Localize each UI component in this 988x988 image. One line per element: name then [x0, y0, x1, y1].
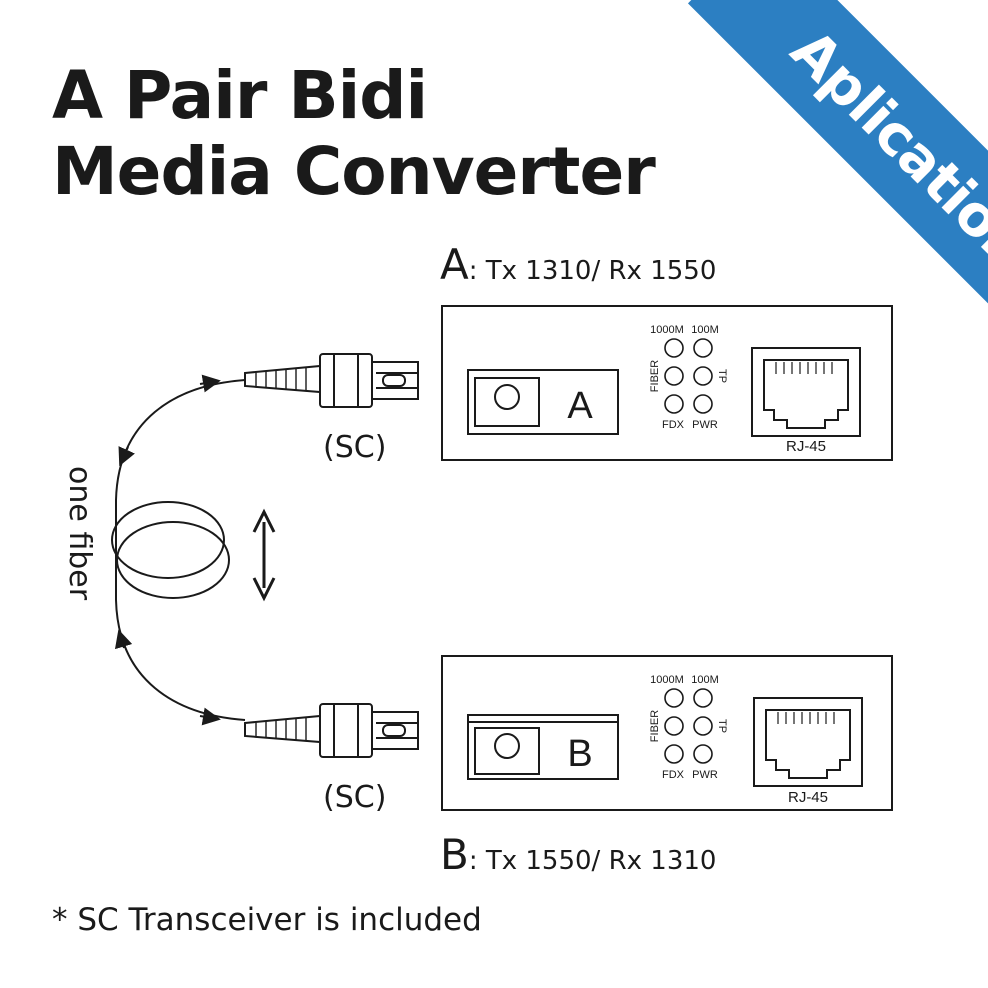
rj45-label-a: RJ-45 — [786, 438, 826, 455]
sc-connector-bottom — [244, 703, 419, 758]
title-line-2: Media Converter — [52, 133, 656, 210]
led-panel-b: 1000M 100M FIBER TP FDX PWR — [649, 674, 728, 781]
led-tp-icon — [693, 716, 713, 736]
led-100m-icon — [693, 688, 713, 708]
led-100m-label: 100M — [691, 674, 719, 686]
converter-b: B 1000M 100M FIBER TP FDX PWR — [441, 655, 893, 811]
fiber-cable — [114, 374, 246, 726]
led-pwr-icon — [693, 744, 713, 764]
led-pwr-label: PWR — [692, 419, 718, 431]
fiber-port-a — [467, 369, 619, 435]
rj45-label-b: RJ-45 — [788, 789, 828, 806]
sc-label-bottom: (SC) — [323, 780, 387, 815]
led-fiber-icon — [664, 366, 684, 386]
sc-connector-top — [244, 353, 419, 408]
led-1000m-label: 1000M — [650, 674, 684, 686]
led-fiber-label: FIBER — [649, 710, 661, 742]
rj45-port-a — [751, 347, 861, 437]
bidirectional-arrow-icon — [252, 508, 276, 602]
fiber-coil — [111, 501, 230, 599]
title-line-1: A Pair Bidi — [52, 57, 428, 134]
led-pwr-label: PWR — [692, 769, 718, 781]
fiber-port-b — [467, 714, 619, 780]
sc-label-top: (SC) — [323, 430, 387, 465]
led-tp-icon — [693, 366, 713, 386]
unit-b-spec: : Tx 1550/ Rx 1310 — [468, 846, 717, 876]
page-title: A Pair Bidi Media Converter — [52, 57, 656, 210]
unit-b-letter: B — [440, 830, 469, 879]
converter-b-body — [441, 655, 893, 811]
port-letter-a: A — [567, 385, 593, 427]
led-tp-label: TP — [716, 719, 728, 733]
led-fdx-label: FDX — [662, 419, 685, 431]
led-100m-label: 100M — [691, 324, 719, 336]
unit-b-label: B: Tx 1550/ Rx 1310 — [440, 830, 716, 879]
led-1000m-icon — [664, 338, 684, 358]
led-1000m-icon — [664, 688, 684, 708]
led-tp-label: TP — [716, 369, 728, 383]
rj45-port-b — [753, 697, 863, 787]
led-100m-icon — [693, 338, 713, 358]
led-panel-a: 1000M 100M FIBER TP FDX PWR — [649, 324, 728, 431]
led-fdx-icon — [664, 394, 684, 414]
port-letter-b: B — [567, 733, 592, 775]
led-fdx-label: FDX — [662, 769, 685, 781]
footnote: * SC Transceiver is included — [52, 902, 482, 938]
converter-a: A 1000M 100M FIBER TP FDX PWR — [441, 305, 893, 461]
unit-a-spec: : Tx 1310/ Rx 1550 — [468, 256, 717, 286]
led-fiber-icon — [664, 716, 684, 736]
unit-a-letter: A — [440, 240, 469, 289]
led-fdx-icon — [664, 744, 684, 764]
led-fiber-label: FIBER — [649, 360, 661, 392]
unit-a-label: A: Tx 1310/ Rx 1550 — [440, 240, 716, 289]
led-pwr-icon — [693, 394, 713, 414]
led-1000m-label: 1000M — [650, 324, 684, 336]
